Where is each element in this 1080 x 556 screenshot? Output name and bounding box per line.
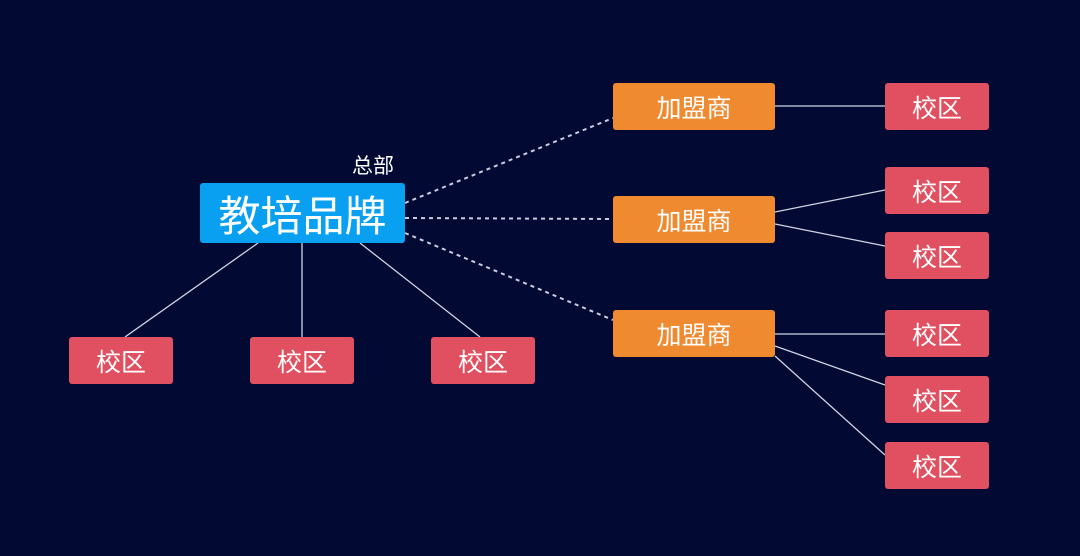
franchisee-2-campus-2[interactable]: 校区 xyxy=(885,232,989,279)
link-brand-franchisee-3 xyxy=(404,232,614,321)
brand-node[interactable]: 教培品牌 xyxy=(200,183,405,243)
franchisee-2[interactable]: 加盟商 xyxy=(613,196,775,243)
link-brand-franchisee-1 xyxy=(404,117,614,204)
link-franchisee-3-campus-2 xyxy=(774,345,886,386)
franchisee-3-campus-1[interactable]: 校区 xyxy=(885,310,989,357)
franchisee-3[interactable]: 加盟商 xyxy=(613,310,775,357)
franchisee-1-campus-1[interactable]: 校区 xyxy=(885,83,989,130)
franchisee-3-campus-2[interactable]: 校区 xyxy=(885,376,989,423)
link-franchisee-2-campus-1 xyxy=(774,189,886,213)
franchisee-1[interactable]: 加盟商 xyxy=(613,83,775,130)
link-brand-franchisee-2 xyxy=(404,217,614,220)
link-brand-campus-3 xyxy=(359,242,481,338)
direct-campus-1[interactable]: 校区 xyxy=(69,337,173,384)
franchisee-3-campus-3[interactable]: 校区 xyxy=(885,442,989,489)
headquarters-label: 总部 xyxy=(352,154,394,178)
franchisee-2-campus-1[interactable]: 校区 xyxy=(885,167,989,214)
link-franchisee-2-campus-2 xyxy=(774,223,886,247)
direct-campus-2[interactable]: 校区 xyxy=(250,337,354,384)
link-brand-campus-1 xyxy=(124,242,259,338)
link-franchisee-3-campus-3 xyxy=(774,355,886,456)
direct-campus-3[interactable]: 校区 xyxy=(431,337,535,384)
